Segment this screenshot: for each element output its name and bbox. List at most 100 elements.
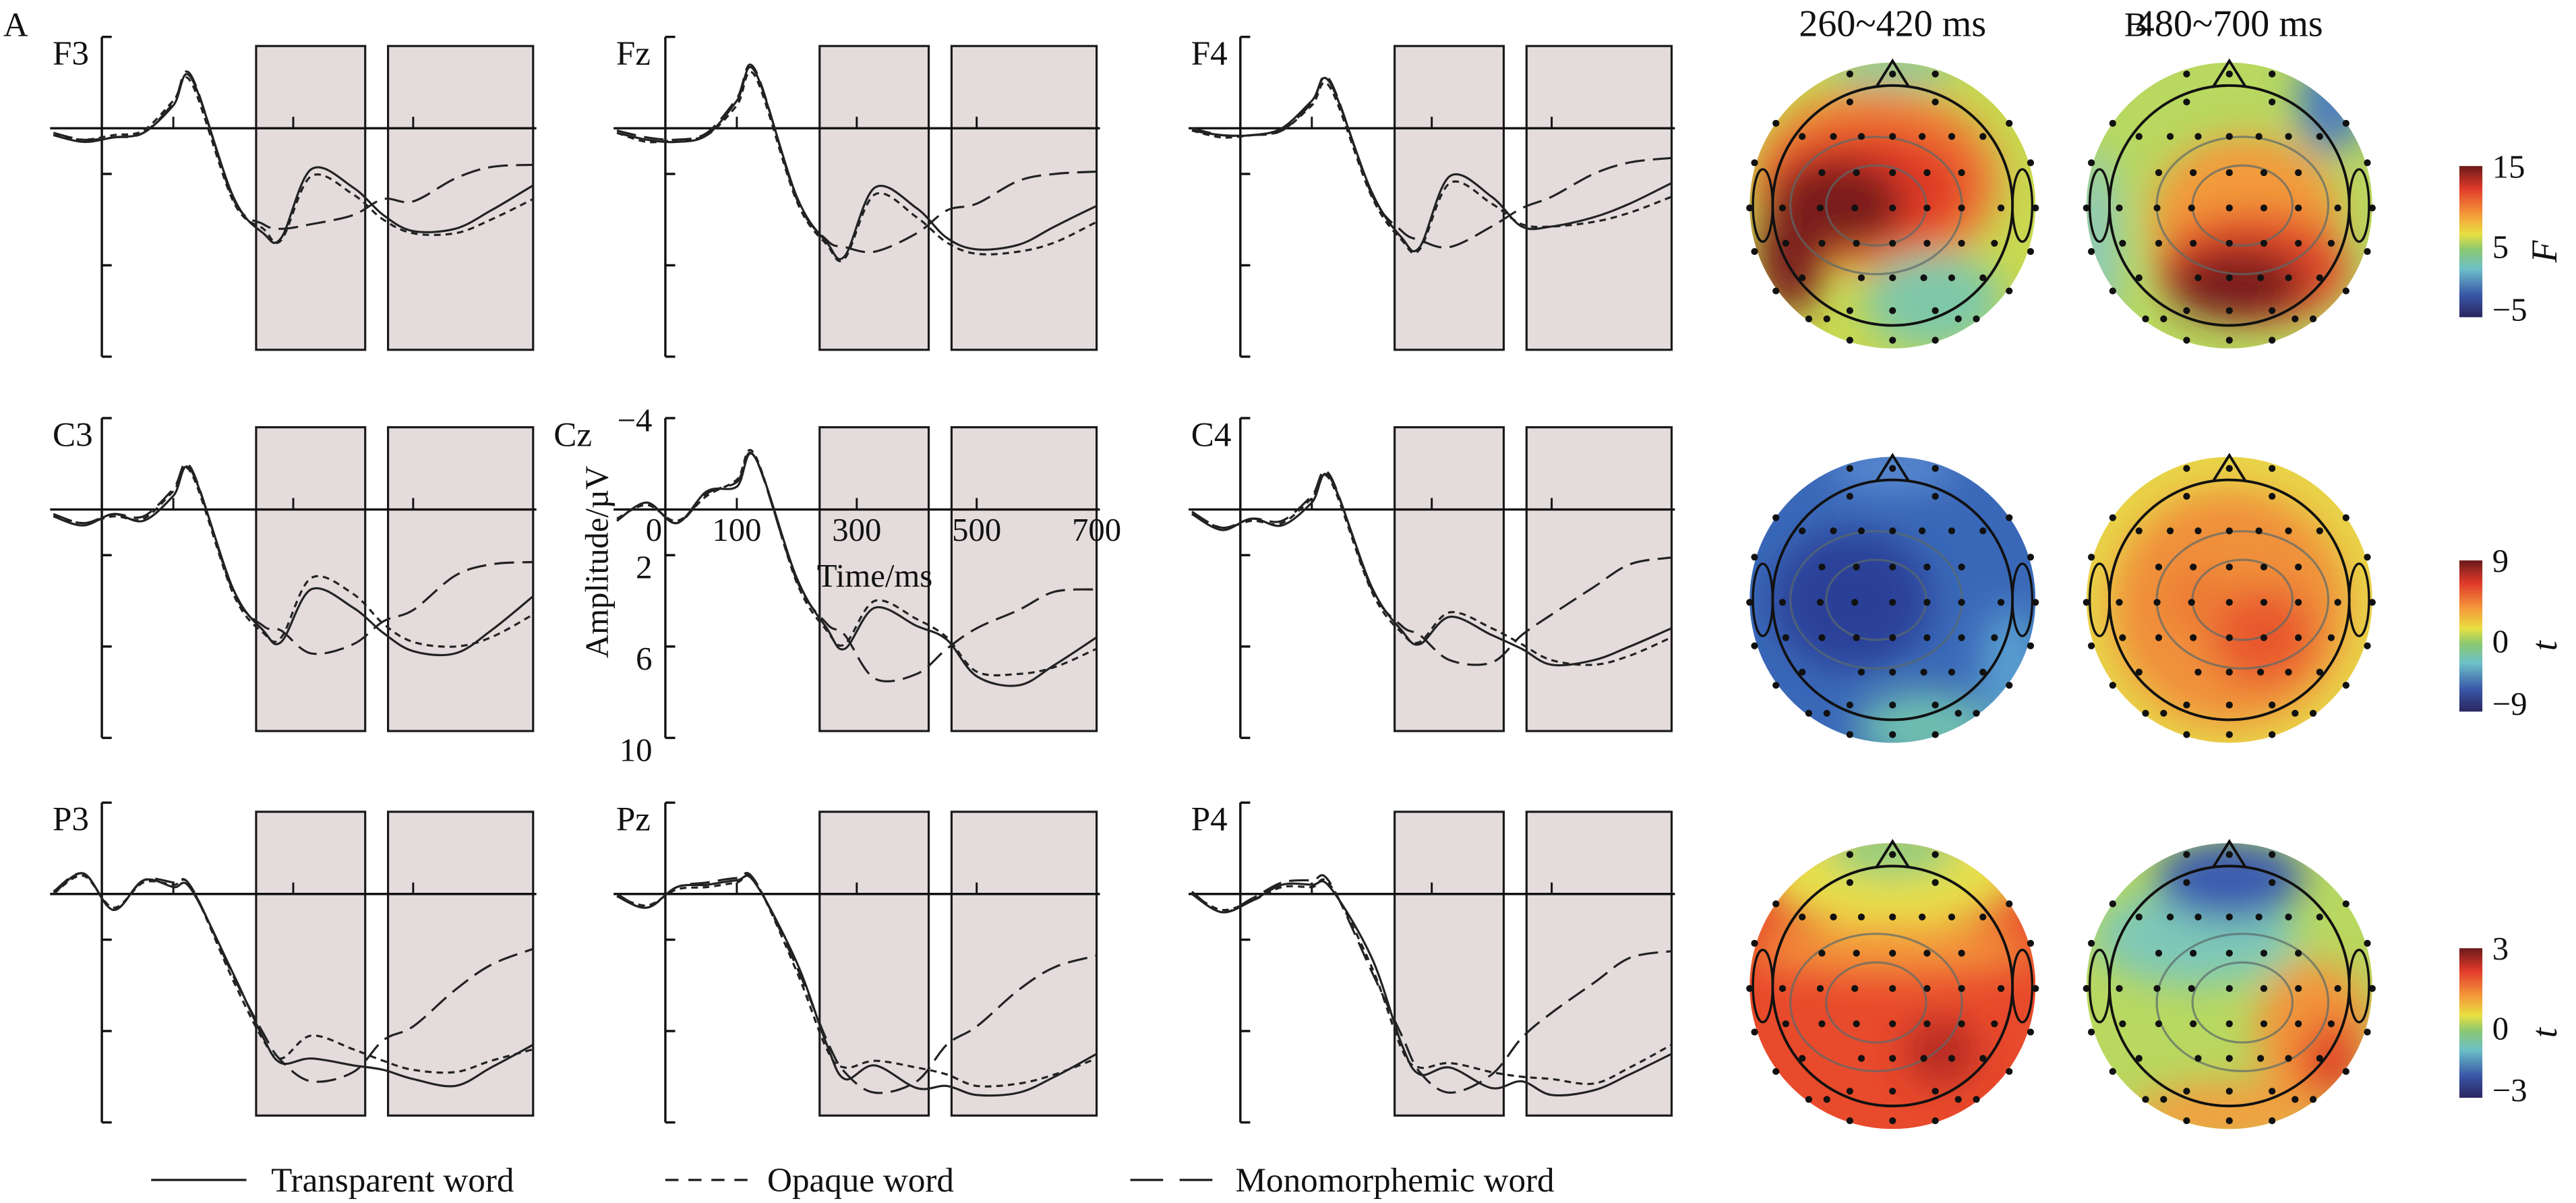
topomap-r2-c2 xyxy=(2083,452,2376,743)
electrode-dot xyxy=(1979,133,1987,140)
colorbar-tick-label: 5 xyxy=(2492,229,2509,266)
electrode-dot xyxy=(2027,159,2035,167)
waveform-monomorphemic xyxy=(53,872,534,1083)
x-axis-label: Time/ms xyxy=(817,558,933,594)
electrode-dot xyxy=(1778,599,1787,606)
electrode-dot xyxy=(2225,169,2233,177)
electrode-dot xyxy=(2194,913,2202,920)
electrode-dot xyxy=(1991,634,1998,641)
electrode-dot xyxy=(2316,274,2323,282)
electrode-dot xyxy=(1778,204,1787,212)
electrode-dot xyxy=(2183,731,2190,738)
colorbar-stat-label: t xyxy=(2524,1027,2565,1038)
electrode-dot xyxy=(2255,133,2263,140)
electrode-dot xyxy=(1958,634,1965,641)
electrode-dot xyxy=(2109,287,2116,295)
electrode-dot xyxy=(2155,949,2163,957)
electrode-dot xyxy=(1979,913,1987,920)
colorbar-tick-label: 15 xyxy=(2492,148,2525,185)
electrode-dot xyxy=(2153,204,2161,212)
electrode-dot xyxy=(1846,879,1854,886)
electrode-dot xyxy=(1931,879,1939,886)
colorbar-2: 90−9t xyxy=(2459,543,2565,722)
electrode-dot xyxy=(2269,98,2276,106)
electrode-dot xyxy=(1846,336,1854,344)
electrode-dot xyxy=(2342,682,2349,689)
topomap-colorfield xyxy=(2086,62,2372,349)
electrode-dot xyxy=(1919,913,1926,920)
electrode-dot xyxy=(2269,492,2276,500)
electrode-dot xyxy=(1846,307,1854,314)
electrode-dot xyxy=(2295,204,2302,212)
x-tick-label: 0 xyxy=(646,512,662,548)
electrode-dot xyxy=(2225,851,2233,858)
electrode-dot xyxy=(1889,70,1896,78)
waveform-monomorphemic xyxy=(1191,874,1672,1094)
erp-panel-c3: C3 xyxy=(50,415,537,739)
electrode-dot xyxy=(1853,634,1860,641)
electrode-dot xyxy=(1931,701,1939,709)
electrode-dot xyxy=(2155,563,2163,570)
topomap-r1-c2 xyxy=(2083,58,2376,349)
electrode-dot xyxy=(1923,204,1931,212)
electrode-dot xyxy=(1948,668,1956,676)
electrode-dot xyxy=(2225,307,2233,314)
electrode-dot xyxy=(1816,204,1824,212)
electrode-dot xyxy=(2006,119,2013,127)
electrode-dot xyxy=(1799,527,1806,535)
electrode-dot xyxy=(2269,307,2276,314)
electrode-dot xyxy=(2006,900,2013,908)
electrode-dot xyxy=(1799,274,1806,282)
electrode-dot xyxy=(1853,563,1860,570)
electrode-dot xyxy=(1853,949,1860,957)
waveform-opaque xyxy=(1191,81,1673,255)
electrode-dot xyxy=(1889,1088,1896,1095)
electrode-dot xyxy=(2225,949,2233,957)
electrode-dot xyxy=(2269,731,2276,738)
panel-label-b: B xyxy=(2124,6,2147,45)
electrode-dot xyxy=(1889,1020,1896,1028)
electrode-dot xyxy=(1857,274,1865,282)
electrode-dot xyxy=(1973,315,1980,322)
electrode-dot xyxy=(2292,1096,2299,1103)
colorbar-tick-label: 9 xyxy=(2492,543,2509,579)
colorbar-3: 30−3t xyxy=(2459,931,2565,1109)
electrode-dot xyxy=(2119,239,2126,247)
electrode-dot xyxy=(2316,913,2323,920)
legend-item-monomorphemic: Monomorphemic word xyxy=(1130,1161,1555,1200)
electrode-dot xyxy=(2295,239,2302,247)
electrode-label: F4 xyxy=(1191,34,1228,73)
panel-label-a: A xyxy=(3,6,28,45)
electrode-dot xyxy=(2183,70,2190,78)
electrode-dot xyxy=(2166,913,2174,920)
topomap-blob xyxy=(2086,148,2118,345)
electrode-label: P3 xyxy=(53,800,89,839)
electrode-dot xyxy=(2194,133,2202,140)
electrode-dot xyxy=(2225,465,2233,472)
electrode-dot xyxy=(2269,70,2276,78)
electrode-dot xyxy=(1823,1096,1830,1103)
electrode-dot xyxy=(2364,159,2371,167)
electrode-dot xyxy=(2260,985,2268,992)
electrode-dot xyxy=(2327,239,2335,247)
colorbar-tick-label: 0 xyxy=(2492,1010,2509,1047)
electrode-dot xyxy=(1816,985,1824,992)
electrode-dot xyxy=(2190,169,2197,177)
electrode-dot xyxy=(2225,70,2233,78)
electrode-dot xyxy=(1889,668,1896,676)
legend-label: Opaque word xyxy=(767,1161,954,1200)
electrode-dot xyxy=(2188,985,2195,992)
topomap-blob xyxy=(1864,251,2003,349)
electrode-dot xyxy=(2183,307,2190,314)
electrode-dot xyxy=(2342,119,2349,127)
colorbar-tick-label: −3 xyxy=(2492,1072,2527,1109)
electrode-dot xyxy=(1889,204,1896,212)
waveform-opaque xyxy=(53,76,534,244)
electrode-dot xyxy=(2225,913,2233,920)
electrode-dot xyxy=(2342,900,2349,908)
waveform-transparent xyxy=(53,73,534,244)
waveform-transparent xyxy=(1191,880,1673,1096)
electrode-dot xyxy=(2166,527,2174,535)
electrode-dot xyxy=(1846,465,1854,472)
left-ear-icon xyxy=(1751,168,1774,243)
